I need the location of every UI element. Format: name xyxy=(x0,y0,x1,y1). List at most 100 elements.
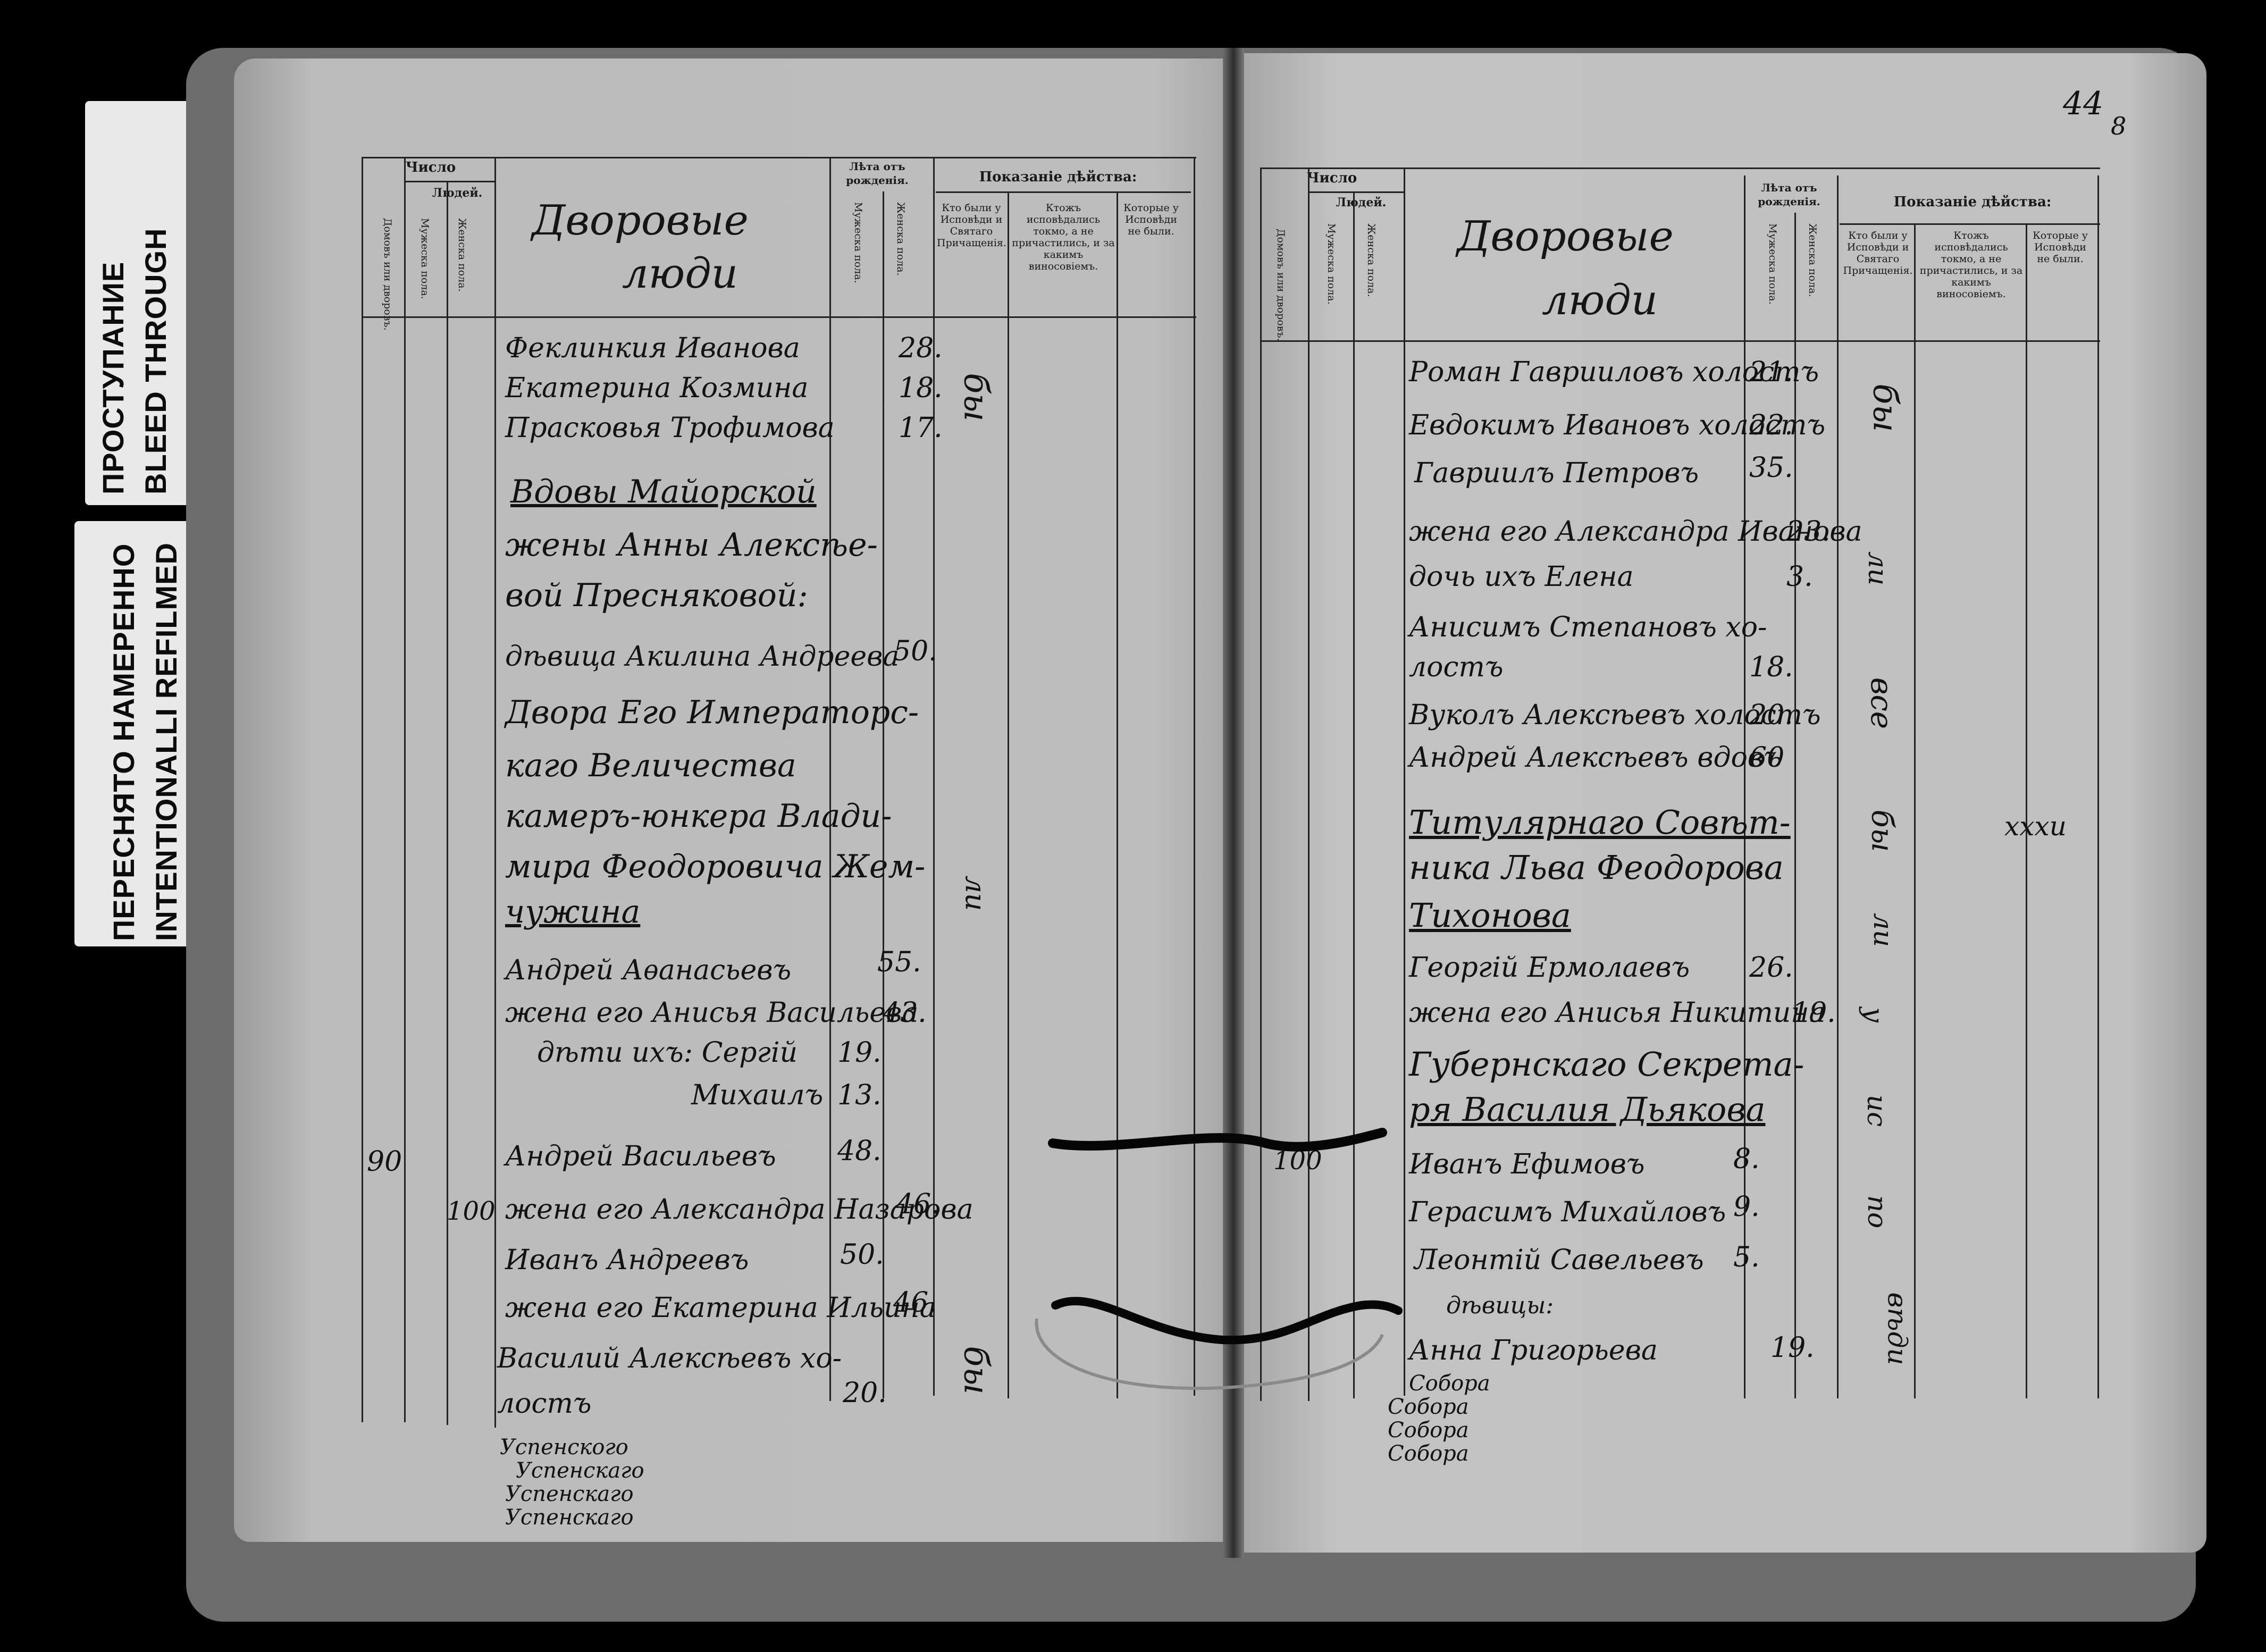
left-age: 55. xyxy=(877,946,921,978)
right-age: 35. xyxy=(1749,452,1793,484)
left-footnote-line: Успенскаго xyxy=(505,1505,634,1530)
left-age: 17. xyxy=(899,412,943,444)
left-entry: Двора Его Императорс- xyxy=(505,694,919,731)
rule xyxy=(404,157,406,1422)
right-entry: Анна Григорьева xyxy=(1409,1335,1658,1366)
right-entry: Роман Гаврииловъ холостъ xyxy=(1409,356,1819,388)
left-entry: жена его Анисья Васильева xyxy=(505,997,919,1029)
left-entry: чужина xyxy=(505,893,641,930)
left-entry: вой Пресняковой: xyxy=(505,577,808,614)
left-age: 46. xyxy=(893,1287,937,1319)
header-pokazanie: Показаніе дѣйства: xyxy=(979,169,1137,185)
left-entry: Феклинкия Иванова xyxy=(505,332,800,364)
header-lyudey: Людей. xyxy=(1336,196,1387,209)
right-entry: Герасимъ Михайловъ xyxy=(1409,1196,1726,1228)
left-entry: жена его Александра Назарова xyxy=(505,1194,973,1226)
left-footnote: Успенского Успенскаго Успенскаго Успенск… xyxy=(500,1436,644,1529)
rule xyxy=(2026,223,2027,1398)
right-title-2: люди xyxy=(1542,276,1658,324)
right-age: 23. xyxy=(1786,516,1831,548)
left-entry: мира Феодоровича Жем- xyxy=(505,848,926,885)
book-gutter xyxy=(1223,48,1244,1558)
right-age: 60 xyxy=(1749,742,1785,774)
bleed-through-tag: ПРОСТУПАНИЕ BLEED THROUGH xyxy=(85,101,191,505)
header-leta: Лѣта отъ рожденія. xyxy=(1758,181,1820,208)
rule xyxy=(1353,191,1355,1398)
left-age: 46. xyxy=(896,1188,940,1220)
right-footnote-line: Собора xyxy=(1409,1371,1490,1396)
header-col-c: Которые у Исповѣди не были. xyxy=(1123,202,1179,237)
left-age: 18. xyxy=(899,372,943,404)
rule xyxy=(1260,167,1262,1401)
right-age: 8. xyxy=(1733,1143,1760,1175)
rule xyxy=(362,316,1196,318)
rule xyxy=(1837,175,1839,1398)
right-entry: Евдокимъ Ивановъ холостъ xyxy=(1409,409,1826,441)
left-entry: Прасковья Трофимова xyxy=(505,412,835,444)
right-age: 19. xyxy=(1770,1332,1815,1364)
left-footnote-line: Успенскаго xyxy=(505,1482,634,1506)
header-col-b: Ктожъ исповѣдались токмо, а не причастил… xyxy=(1919,230,2023,300)
right-entry: жена его Александра Иванова xyxy=(1409,516,1862,548)
rule xyxy=(1794,213,1796,1398)
left-age: 20. xyxy=(843,1377,887,1409)
left-entry: каго Величества xyxy=(505,747,796,784)
left-age: 43. xyxy=(883,997,927,1029)
right-entry: Георгій Ермолаевъ xyxy=(1409,952,1690,984)
right-entry: Леонтій Савельевъ xyxy=(1414,1244,1704,1276)
left-age: 13. xyxy=(837,1079,882,1111)
right-annotation: хххи xyxy=(2004,811,2067,842)
rule xyxy=(404,181,494,182)
right-age: 3. xyxy=(1786,561,1813,593)
rule xyxy=(1194,157,1195,1396)
right-age: 26. xyxy=(1749,952,1793,984)
left-entry: Андрей Васильевъ xyxy=(505,1141,776,1172)
rule xyxy=(1308,191,1404,193)
right-page xyxy=(1239,53,2206,1553)
page-number: 44 xyxy=(2063,85,2104,122)
left-entry: Иванъ Андреевъ xyxy=(505,1244,749,1276)
left-age: 50. xyxy=(893,635,937,667)
rule xyxy=(1914,223,1916,1398)
right-entry: ря Василия Дьякова xyxy=(1409,1090,1766,1129)
header-col-a: Кто были у Исповѣди и Святаго Причащенія… xyxy=(1843,230,1913,276)
right-age: 18. xyxy=(1749,651,1793,683)
rule xyxy=(1840,223,2100,225)
rule xyxy=(1117,191,1118,1398)
left-footnote-line: Успенскаго xyxy=(516,1458,644,1483)
right-entry: лостъ xyxy=(1409,651,1504,683)
header-lyudey: Людей. xyxy=(432,186,483,200)
right-age: 20. xyxy=(1749,699,1793,731)
rule xyxy=(1260,167,2100,169)
rule xyxy=(447,181,448,1425)
left-entry: Василий Алексѣевъ хо- xyxy=(497,1343,842,1374)
right-footnote-line: Собора xyxy=(1388,1441,1469,1466)
left-age: 19. xyxy=(837,1037,882,1069)
left-entry: Михаилъ xyxy=(691,1079,824,1111)
left-entry: Екатерина Козмина xyxy=(505,372,809,404)
left-age: 48. xyxy=(837,1135,882,1167)
left-entry: лостъ xyxy=(497,1388,592,1420)
right-entry: дочь ихъ Елена xyxy=(1409,561,1634,593)
left-page xyxy=(234,58,1233,1542)
right-age: 22. xyxy=(1749,409,1793,441)
right-entry: Титулярнаго Совѣт- xyxy=(1409,803,1791,842)
left-age: 28. xyxy=(899,332,943,364)
header-pokazanie: Показаніе дѣйства: xyxy=(1893,194,2052,210)
rule xyxy=(1744,175,1745,1398)
right-entry: жена его Анисья Никитина xyxy=(1409,997,1826,1029)
rule xyxy=(883,191,884,1398)
left-count-houses: 90 xyxy=(367,1146,402,1178)
header-col-a: Кто были у Исповѣди и Святаго Причащенія… xyxy=(937,202,1006,249)
right-entry: Вуколъ Алексѣевъ холостъ xyxy=(1409,699,1821,731)
left-count-people: 100 xyxy=(447,1196,496,1226)
right-title-1: Дворовые xyxy=(1457,213,1674,261)
right-entry: дѣвицы: xyxy=(1446,1292,1554,1319)
rule xyxy=(362,157,363,1422)
left-age: 50. xyxy=(840,1239,884,1271)
right-age: 9. xyxy=(1733,1191,1760,1223)
rule xyxy=(1260,340,2100,342)
right-footnote-line: Собора xyxy=(1388,1418,1469,1443)
left-entry: жена его Екатерина Ильина xyxy=(505,1292,936,1324)
